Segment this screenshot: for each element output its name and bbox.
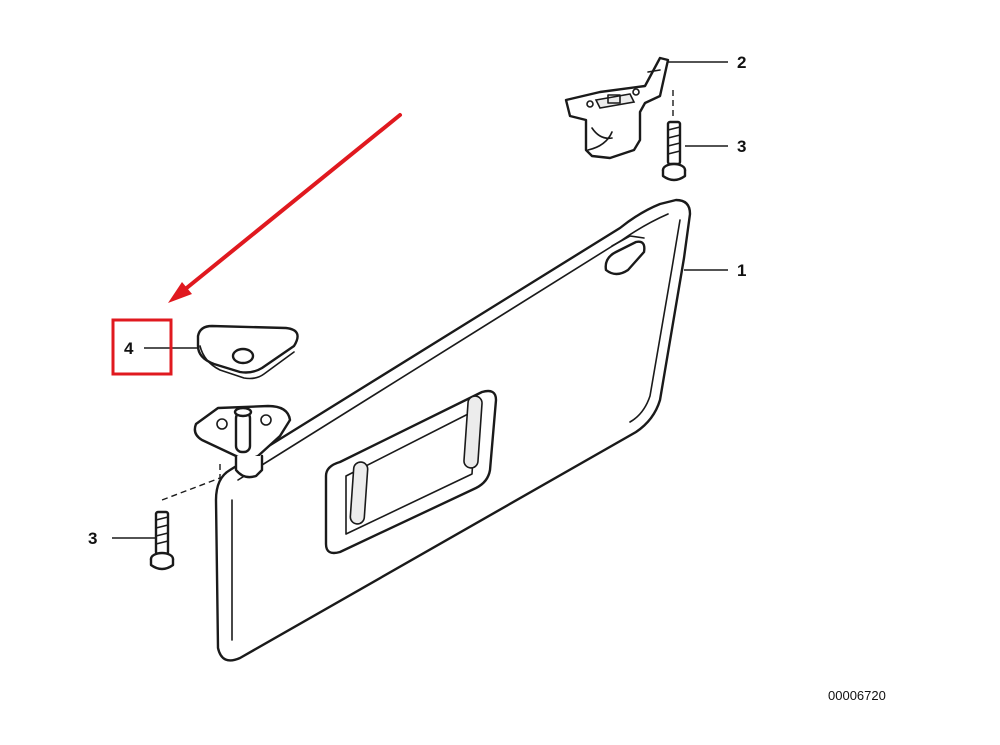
callout-part-1: 1 bbox=[737, 261, 746, 280]
visor-pivot-mount bbox=[193, 404, 292, 479]
callout-4-highlight-box bbox=[111, 318, 173, 376]
callout-part-2: 2 bbox=[737, 53, 746, 72]
callout-part-3-bottom: 3 bbox=[88, 529, 97, 548]
cover-cap bbox=[196, 324, 299, 380]
sun-visor bbox=[214, 198, 692, 662]
callout-part-4: 4 bbox=[124, 339, 134, 358]
drawing-number: 00006720 bbox=[828, 688, 886, 703]
screw-bottom bbox=[149, 510, 175, 571]
mount-screw-dashline bbox=[161, 464, 221, 501]
highlight-arrow bbox=[168, 113, 402, 303]
leader-lines bbox=[112, 61, 728, 539]
callout-part-3-top: 3 bbox=[737, 137, 746, 156]
sun-visor-clip bbox=[564, 56, 670, 160]
screw-top bbox=[661, 120, 687, 182]
